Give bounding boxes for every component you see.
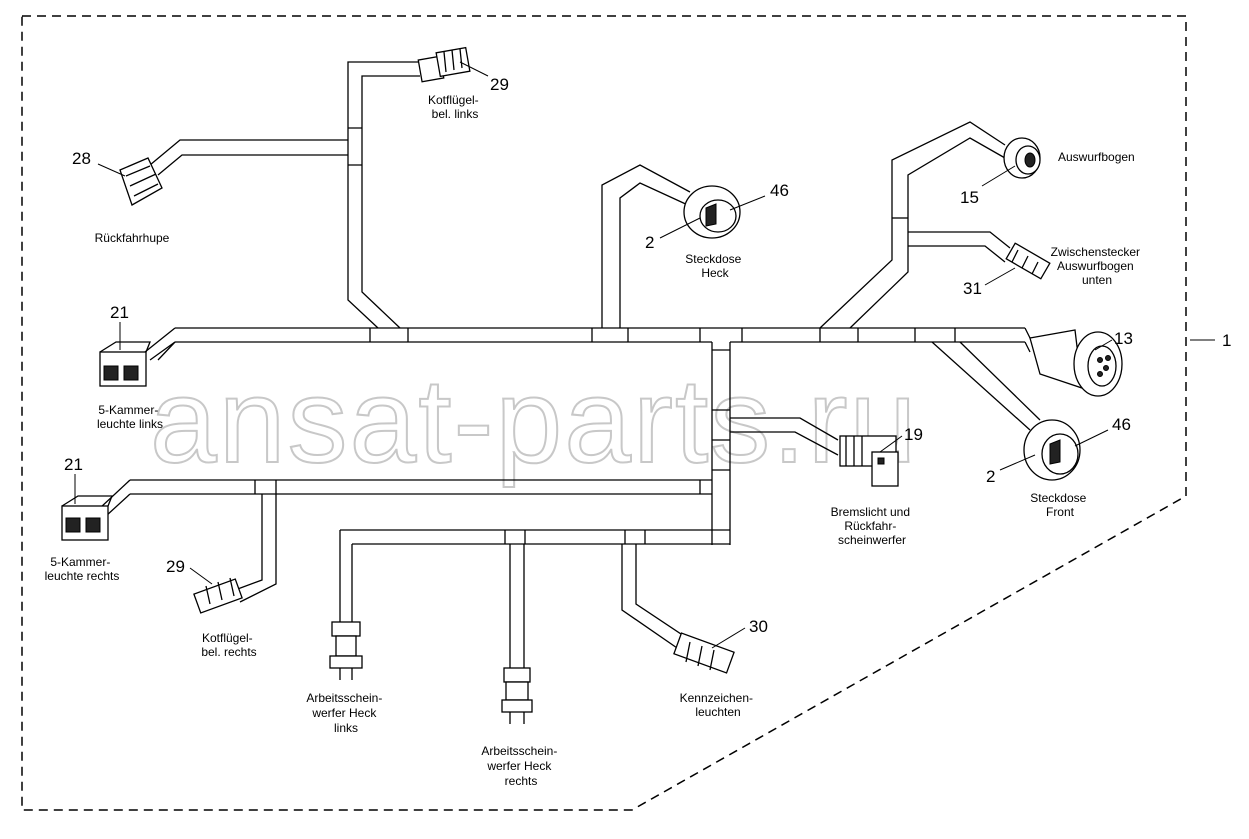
reverse-horn	[119, 157, 163, 206]
callout-numbers: 1 29 28 46 2 15 31 13 46 2 19 21 21 29 3…	[64, 75, 1231, 636]
connector-kotfluegel-rechts	[193, 577, 243, 614]
label-arbeits-links: Arbeitsschein- werfer Heck links	[306, 691, 385, 735]
connector-bremslicht	[839, 435, 899, 487]
label-auswurfbogen: Auswurfbogen	[1058, 150, 1135, 164]
callout-2-heck: 2	[645, 233, 654, 252]
label-arbeits-rechts: Arbeitsschein- werfer Heck rechts	[481, 744, 560, 788]
connector-kotfluegel-links	[417, 46, 471, 83]
lamp-connector-links	[99, 341, 151, 387]
callout-15: 15	[960, 188, 979, 207]
label-steckdose-heck: Steckdose Heck	[685, 252, 744, 280]
description-labels: Kotflügel- bel. links Rückfahrhupe Steck…	[45, 93, 1144, 788]
socket-front	[1023, 419, 1081, 481]
harness-trunk	[130, 327, 1025, 545]
plug-arbeits-rechts	[501, 667, 533, 724]
label-5-kammer-links: 5-Kammer- leuchte links	[97, 403, 163, 431]
label-bremslicht: Bremslicht und Rückfahr- scheinwerfer	[831, 505, 914, 547]
lamp-connector-rechts	[61, 495, 113, 541]
leader-lines	[74, 61, 1215, 649]
connector-13	[1029, 329, 1123, 397]
label-5-kammer-rechts: 5-Kammer- leuchte rechts	[45, 555, 120, 583]
connector-auswurfbogen	[1003, 137, 1041, 179]
callout-19: 19	[904, 425, 923, 444]
label-kotfluegel-links: Kotflügel- bel. links	[428, 93, 482, 121]
watermark: ansat-parts.ru	[150, 354, 918, 488]
assembly-boundary	[21, 15, 1187, 811]
label-zwischenstecker: Zwischenstecker Auswurfbogen unten	[1051, 245, 1144, 287]
callout-13: 13	[1114, 329, 1133, 348]
label-rueckfahrhupe: Rückfahrhupe	[95, 231, 170, 245]
callout-30: 30	[749, 617, 768, 636]
callout-2-front: 2	[986, 467, 995, 486]
label-kennzeichen: Kennzeichen- leuchten	[680, 691, 757, 719]
connector-zwischenstecker	[1005, 242, 1051, 280]
callout-1: 1	[1222, 331, 1231, 350]
callout-46-heck: 46	[770, 181, 789, 200]
callout-31: 31	[963, 279, 982, 298]
label-kotfluegel-rechts: Kotflügel- bel. rechts	[201, 631, 256, 659]
socket-rear	[683, 185, 741, 239]
callout-21-rechts: 21	[64, 455, 83, 474]
callout-29-top: 29	[490, 75, 509, 94]
callout-46-front: 46	[1112, 415, 1131, 434]
connector-kennzeichen	[673, 632, 735, 674]
label-steckdose-front: Steckdose Front	[1030, 491, 1089, 519]
harness-branches	[99, 61, 1041, 668]
callout-28: 28	[72, 149, 91, 168]
callout-29-rechts: 29	[166, 557, 185, 576]
callout-21-links: 21	[110, 303, 129, 322]
plug-arbeits-links	[329, 621, 363, 680]
